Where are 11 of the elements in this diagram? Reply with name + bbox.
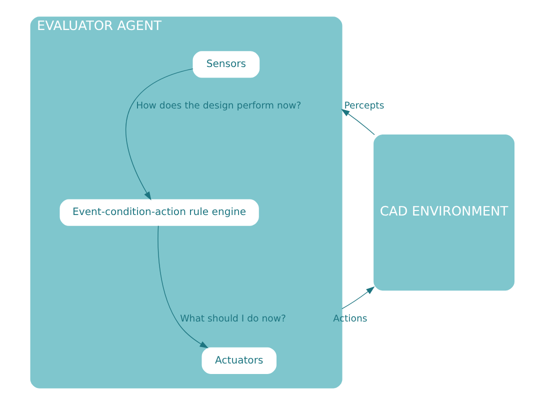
edge-label: How does the design perform now? <box>136 100 301 112</box>
arrow <box>125 68 193 200</box>
edge-label: What should I do now? <box>180 313 286 324</box>
arrow <box>341 286 374 310</box>
arrow <box>157 225 208 348</box>
node-box: Event-condition-action rule engine <box>59 199 258 226</box>
arrow <box>340 108 374 136</box>
node-box: Sensors <box>192 51 260 78</box>
edge-label: Percepts <box>344 100 384 112</box>
node-box: CAD ENVIRONMENT <box>373 134 514 291</box>
node-box: Actuators <box>201 347 276 374</box>
